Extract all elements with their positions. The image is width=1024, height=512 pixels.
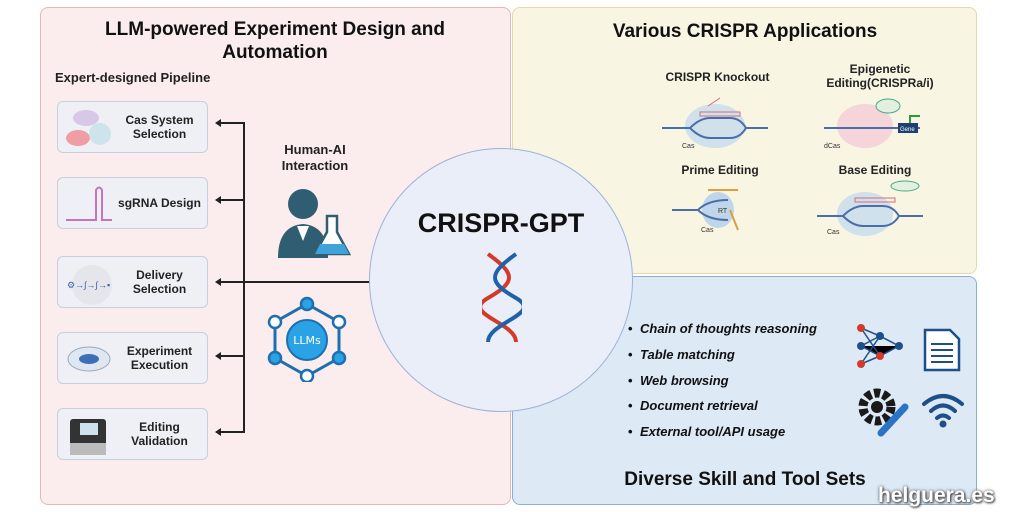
cas-label: Cas [701, 227, 714, 234]
skill-item: External tool/API usage [628, 424, 785, 439]
rt-label: RT [718, 208, 728, 215]
step-cas-system-selection: Cas System Selection [57, 101, 208, 153]
sgrna-icon [66, 186, 112, 221]
app-base-label: Base Editing [838, 163, 912, 177]
human-ai-label: Human-AI Interaction [281, 142, 349, 173]
scientist-icon [278, 189, 352, 258]
sequencer-icon [70, 419, 106, 455]
dna-helix-icon [482, 252, 522, 343]
arrow [215, 278, 370, 285]
crispr-gpt-circle [369, 148, 633, 412]
arrow [215, 119, 243, 126]
delivery-icon: ⚙→∫→∫→▪ [67, 265, 112, 305]
pipeline-subtitle: Expert-designed Pipeline [55, 70, 211, 85]
app-prime-label: Prime Editing [681, 163, 759, 177]
step-experiment-execution: Experiment Execution [57, 332, 208, 384]
svg-text:⚙→∫→∫→▪: ⚙→∫→∫→▪ [67, 280, 110, 290]
cas-protein-icon [66, 110, 111, 146]
petri-dish-icon [67, 346, 111, 372]
skill-item: Web browsing [628, 373, 729, 388]
step-delivery-selection: ⚙→∫→∫→▪ Delivery Selection [57, 256, 208, 308]
arrow [215, 352, 243, 359]
skills-title: Diverse Skill and Tool Sets [624, 469, 866, 490]
llms-label: LLMs [293, 334, 321, 347]
arrow [215, 428, 243, 435]
skill-item: Chain of thoughts reasoning [628, 321, 817, 336]
dcas-label: dCas [824, 143, 841, 150]
gene-label: Gene [900, 127, 915, 133]
skill-item: Table matching [628, 347, 735, 362]
base-editing-diagram: Cas [817, 180, 923, 236]
wifi-icon [922, 394, 964, 428]
step-editing-validation: Editing Validation [57, 408, 208, 460]
applications-title: Various CRISPR Applications [612, 21, 878, 42]
pipeline-connector-line [243, 122, 245, 433]
prime-editing-diagram: RT Cas [672, 189, 739, 234]
app-knockout-label: CRISPR Knockout [665, 70, 770, 84]
crispr-gpt-title: CRISPR-GPT [417, 208, 585, 238]
cas-label: Cas [827, 229, 840, 236]
app-epigenetic-label: Epigenetic Editing(CRISPRa/i) [826, 62, 934, 90]
knockout-diagram: Cas [662, 97, 768, 150]
epigenetic-diagram: Gene dCas [824, 98, 920, 150]
document-icon [923, 328, 961, 372]
llm-network-icon: LLMs [267, 296, 347, 382]
cas-label: Cas [682, 143, 695, 150]
tools-gear-icon [858, 388, 909, 437]
neural-network-icon [857, 324, 903, 368]
left-panel-title: LLM-powered Experiment Design and Automa… [105, 19, 445, 63]
arrow [215, 196, 243, 203]
skill-item: Document retrieval [628, 398, 758, 413]
watermark: helguera.es [878, 484, 995, 507]
step-sgrna-design: sgRNA Design [57, 177, 208, 229]
